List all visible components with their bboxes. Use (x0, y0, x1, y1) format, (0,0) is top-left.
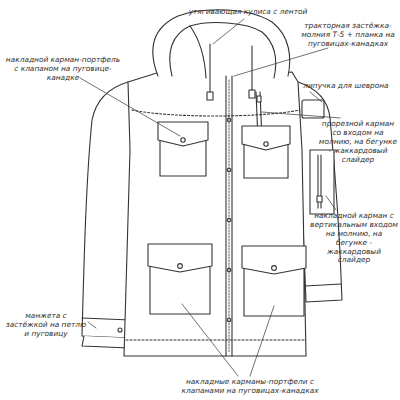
callout-label: манжета с застёжкой на петлю и пуговицу (4, 312, 88, 339)
callout-label: прорезной карман со входом на молнию, на… (318, 120, 398, 164)
callout-label: накладные карманы-портфели с клапанами н… (166, 378, 334, 396)
callout-label: накладной карман с вертикальным входом н… (310, 212, 398, 265)
callout-label: тракторная застёжка-молния Т-5 + планка … (300, 22, 396, 49)
callout-label: липучка для шеврона (300, 82, 392, 91)
callout-label: накладной карман-портфель с клапаном на … (4, 56, 122, 83)
callout-label: утягивающая кулиса с лентой (188, 8, 308, 17)
